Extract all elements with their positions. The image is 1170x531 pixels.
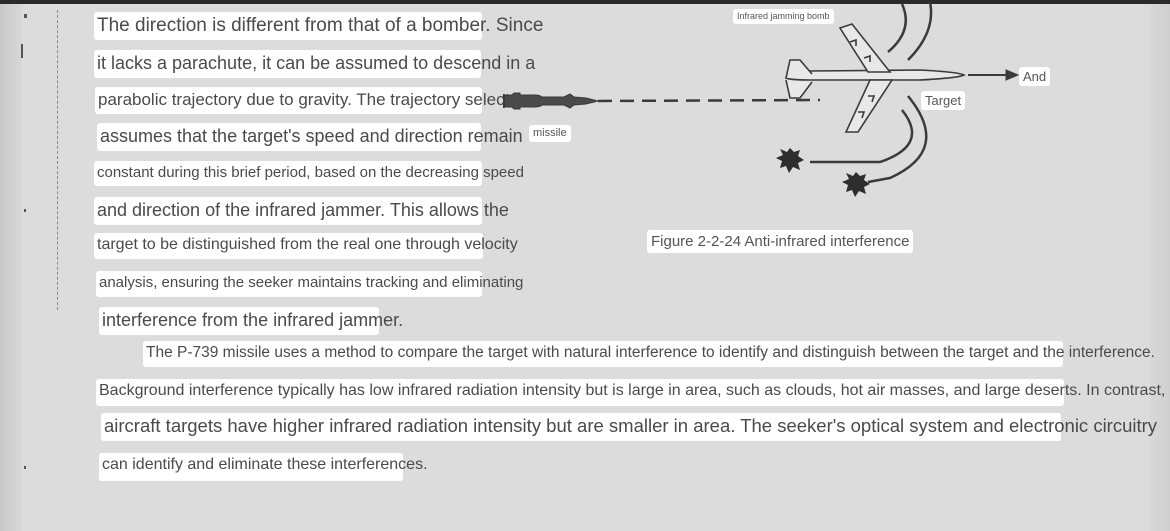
text-line: Background interference typically has lo…: [96, 379, 1165, 406]
text-line: analysis, ensuring the seeker maintains …: [96, 271, 523, 297]
text-line: The P-739 missile uses a method to compa…: [143, 341, 1155, 367]
text-line: assumes that the target's speed and dire…: [97, 123, 523, 151]
text-line: target to be distinguished from the real…: [94, 233, 518, 259]
margin-mark: [24, 14, 27, 18]
missile-label: missile: [529, 125, 571, 142]
text-line: The direction is different from that of …: [94, 12, 543, 40]
aircraft-icon: [784, 23, 966, 133]
flare-burst-icon: [776, 148, 804, 173]
text-line: parabolic trajectory due to gravity. The…: [95, 87, 524, 114]
text-line: it lacks a parachute, it can be assumed …: [94, 50, 535, 78]
and-label: And: [1019, 67, 1051, 86]
margin-mark: [24, 209, 26, 212]
trajectory-line: [597, 98, 821, 103]
text-line: can identify and eliminate these interfe…: [99, 453, 428, 481]
text-line: interference from the infrared jammer.: [99, 307, 403, 335]
flare-burst-icon: [842, 172, 870, 197]
jamming-bomb-label: Infrared jamming bomb: [733, 9, 834, 24]
text-line: and direction of the infrared jammer. Th…: [94, 197, 509, 225]
margin-rule: [57, 10, 58, 310]
anti-infrared-figure: [503, 1, 1020, 197]
jamming-trajectory: [810, 1, 933, 184]
margin-mark: [21, 44, 23, 58]
text-line: aircraft targets have higher infrared ra…: [101, 413, 1157, 441]
margin-mark: [24, 466, 26, 469]
target-label: Target: [921, 91, 966, 110]
missile-icon: [503, 92, 599, 110]
arrow-icon: [968, 69, 1020, 81]
figure-caption: Figure 2-2-24 Anti-infrared interference: [647, 230, 914, 253]
text-line: constant during this brief period, based…: [94, 161, 524, 186]
